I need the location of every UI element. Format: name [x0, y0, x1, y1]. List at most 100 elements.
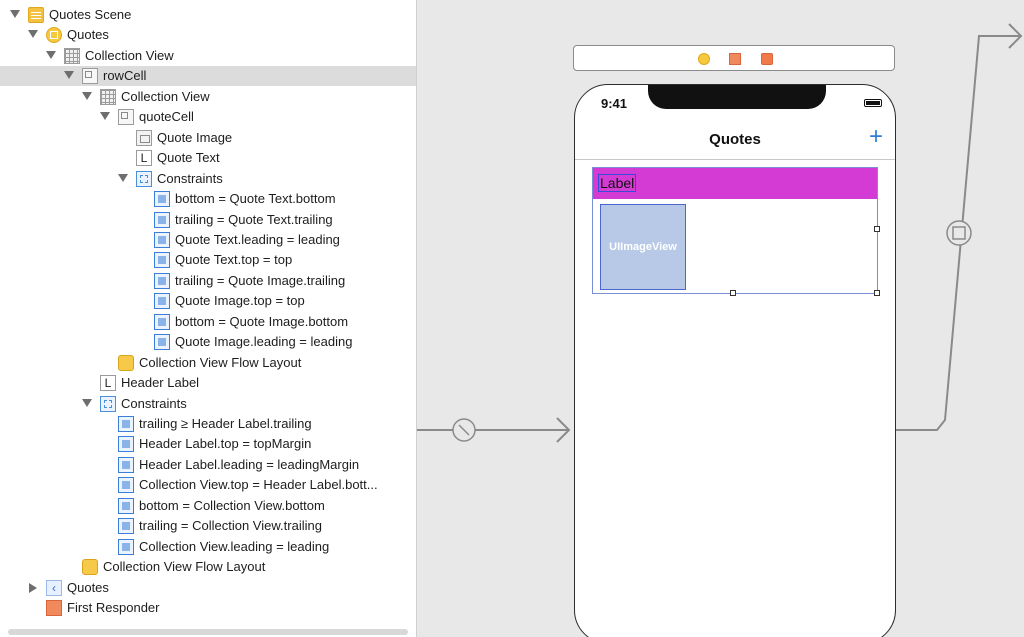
outline-row-label: Quote Image	[157, 129, 233, 145]
scene-dock	[573, 45, 895, 71]
label-icon: L	[100, 375, 116, 392]
outline-row[interactable]: Collection View.leading = leading	[0, 537, 416, 557]
disclosure-expanded-icon[interactable]	[82, 398, 92, 407]
outline-row[interactable]: Collection View Flow Layout	[0, 353, 416, 373]
scene-icon	[28, 7, 44, 23]
outline-row-label: Quote Text.leading = leading	[175, 231, 340, 247]
disclosure-expanded-icon[interactable]	[46, 50, 56, 59]
status-bar-time: 9:41	[601, 96, 628, 111]
outline-row[interactable]: Quotes Scene	[0, 5, 416, 25]
row-cell-selection[interactable]: Label UIImageView	[592, 167, 880, 296]
device-notch	[648, 85, 826, 109]
outline-row[interactable]: bottom = Quote Text.bottom	[0, 189, 416, 209]
outline-row-label: trailing ≥ Header Label.trailing	[139, 416, 312, 431]
disclosure-expanded-icon[interactable]	[28, 30, 38, 39]
first-responder-icon[interactable]	[729, 53, 741, 65]
constraint-icon	[154, 272, 170, 289]
outline-row[interactable]: quoteCell	[0, 107, 416, 127]
outline-row[interactable]: bottom = Collection View.bottom	[0, 496, 416, 516]
outline-row[interactable]: Quote Text.leading = leading	[0, 230, 416, 250]
outline-row-label: Quote Image.leading = leading	[175, 334, 353, 350]
segue-lines	[417, 23, 1023, 443]
outline-row[interactable]: Constraints	[0, 169, 416, 189]
outline-row[interactable]: Collection View	[0, 87, 416, 107]
exit-icon[interactable]	[761, 53, 773, 65]
outline-row[interactable]: trailing ≥ Header Label.trailing	[0, 414, 416, 434]
outline-row[interactable]: trailing = Quote Image.trailing	[0, 271, 416, 291]
outline-row-label: Quote Text.top = top	[175, 252, 293, 268]
quote-image-view[interactable]: UIImageView	[600, 204, 686, 290]
outline-row[interactable]: Quotes	[0, 25, 416, 45]
first-responder-icon	[46, 600, 62, 617]
outline-row[interactable]: Collection View.top = Header Label.bott.…	[0, 475, 416, 495]
constraints-icon	[100, 395, 116, 412]
outline-row-label: Collection View Flow Layout	[139, 354, 302, 370]
disclosure-expanded-icon[interactable]	[100, 112, 110, 121]
outline-row[interactable]: Constraints	[0, 394, 416, 414]
back-icon: ‹	[46, 579, 62, 596]
outline-row-label: Header Label.top = topMargin	[139, 436, 312, 452]
outline-row-label: Constraints	[157, 170, 223, 186]
disclosure-expanded-icon[interactable]	[64, 71, 74, 80]
resize-handle-bottom[interactable]	[730, 290, 736, 296]
outline-row-label: Quotes	[67, 27, 109, 43]
outline-row-label: Collection View Flow Layout	[103, 559, 266, 575]
resize-handle-right[interactable]	[874, 226, 880, 232]
header-label-background[interactable]: Label	[593, 168, 877, 199]
add-bar-button[interactable]: +	[868, 123, 883, 150]
constraint-icon	[154, 211, 170, 228]
view-controller-icon	[46, 27, 62, 44]
outline-row[interactable]: trailing = Collection View.trailing	[0, 516, 416, 536]
outline-row-label: rowCell	[103, 68, 147, 84]
outline-row[interactable]: Quote Image.top = top	[0, 291, 416, 311]
outline-row-label: Constraints	[121, 395, 187, 411]
constraint-icon	[118, 456, 134, 473]
outline-row[interactable]: Quote Image.leading = leading	[0, 332, 416, 352]
constraint-icon	[154, 231, 170, 248]
outline-row[interactable]: Collection View	[0, 46, 416, 66]
constraint-icon	[118, 416, 134, 432]
outline-row[interactable]: Header Label.leading = leadingMargin	[0, 455, 416, 475]
outline-row-label: Header Label.leading = leadingMargin	[139, 456, 360, 472]
constraint-icon	[154, 313, 170, 330]
outline-row[interactable]: ‹Quotes	[0, 578, 416, 598]
outline-row[interactable]: First Responder	[0, 598, 416, 618]
view-controller-icon[interactable]	[698, 53, 710, 65]
constraint-icon	[118, 518, 134, 535]
storyboard-canvas[interactable]: 9:41 Quotes + Label UIImageView	[417, 0, 1024, 637]
outline-row-label: trailing = Collection View.trailing	[139, 518, 322, 534]
outline-row-label: bottom = Quote Image.bottom	[175, 313, 349, 329]
outline-row[interactable]: Collection View Flow Layout	[0, 557, 416, 577]
disclosure-expanded-icon[interactable]	[82, 91, 92, 100]
outline-row-label: bottom = Collection View.bottom	[139, 497, 325, 513]
nav-bar-divider	[575, 159, 895, 160]
outline-row-label: trailing = Quote Text.trailing	[175, 211, 333, 227]
outline-row-label: bottom = Quote Text.bottom	[175, 191, 336, 207]
outline-row[interactable]: rowCell	[0, 66, 416, 87]
disclosure-expanded-icon[interactable]	[10, 10, 20, 18]
resize-handle-bottom-right[interactable]	[874, 290, 880, 296]
constraint-icon	[154, 191, 170, 208]
outline-row[interactable]: Quote Text.top = top	[0, 250, 416, 270]
outline-row[interactable]: trailing = Quote Text.trailing	[0, 210, 416, 230]
disclosure-expanded-icon[interactable]	[118, 173, 128, 182]
constraint-icon	[118, 538, 134, 555]
collection-view-icon	[64, 47, 80, 64]
outline-row-label: trailing = Quote Image.trailing	[175, 272, 346, 288]
header-label[interactable]: Label	[598, 174, 637, 192]
iphone-frame: 9:41 Quotes + Label UIImageView	[574, 84, 896, 637]
disclosure-collapsed-icon[interactable]	[29, 582, 37, 593]
outgoing-segue-arrowhead	[1008, 23, 1023, 49]
outline-row-label: First Responder	[67, 600, 160, 616]
outline-row[interactable]: bottom = Quote Image.bottom	[0, 312, 416, 332]
constraint-icon	[118, 436, 134, 453]
outline-row[interactable]: Quote Image	[0, 128, 416, 148]
constraint-icon	[154, 334, 170, 351]
horizontal-scrollbar[interactable]	[8, 629, 408, 635]
outgoing-segue-line	[895, 35, 1020, 431]
outline-row-label: Quote Text	[157, 150, 220, 166]
outline-row[interactable]: Header Label.top = topMargin	[0, 434, 416, 454]
